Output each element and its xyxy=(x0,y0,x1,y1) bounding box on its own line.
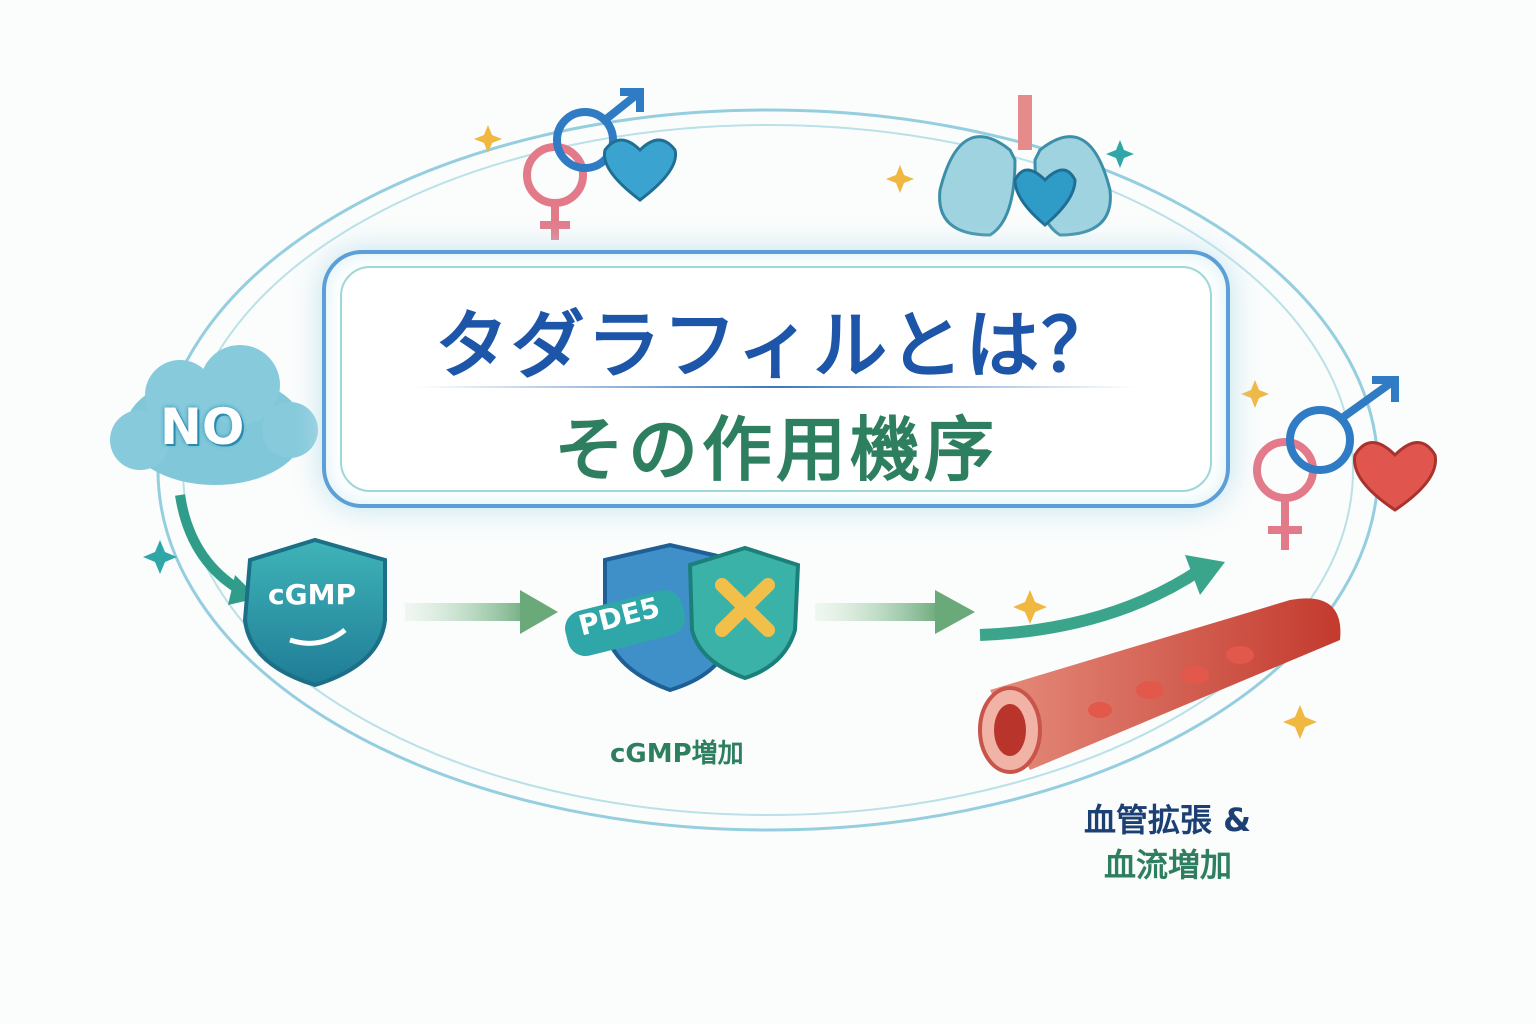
cgmp-increase-label: cGMP増加 xyxy=(610,739,744,769)
title-sub: その作用機序 xyxy=(554,409,998,491)
arrow-no-to-cgmp xyxy=(175,494,243,595)
cgmp-shield-icon xyxy=(242,537,387,688)
arrow-cgmp-to-pde5 xyxy=(405,603,530,621)
block-x-icon xyxy=(715,578,775,637)
title-inner-border xyxy=(340,266,1212,492)
lungs-heart-icon xyxy=(938,95,1112,237)
cgmp-label: cGMP xyxy=(268,578,356,611)
title-main: タダラフィルとは？ xyxy=(434,303,1118,389)
gender-heart-icon-right xyxy=(1253,376,1437,550)
vasodilation-label: 血管拡張 & xyxy=(1084,801,1252,839)
title-panel: タダラフィルとは？ その作用機序 xyxy=(322,250,1230,508)
gender-heart-icon-top xyxy=(523,88,678,240)
blood-vessel-icon xyxy=(978,598,1341,774)
blood-flow-label: 血流増加 xyxy=(1104,846,1233,884)
title-divider xyxy=(416,386,1136,388)
sparkle-icons xyxy=(143,125,1317,739)
no-cloud-icon xyxy=(110,345,318,485)
no-label: NO xyxy=(160,398,245,456)
arrow-pde5-to-vessel xyxy=(815,603,940,621)
